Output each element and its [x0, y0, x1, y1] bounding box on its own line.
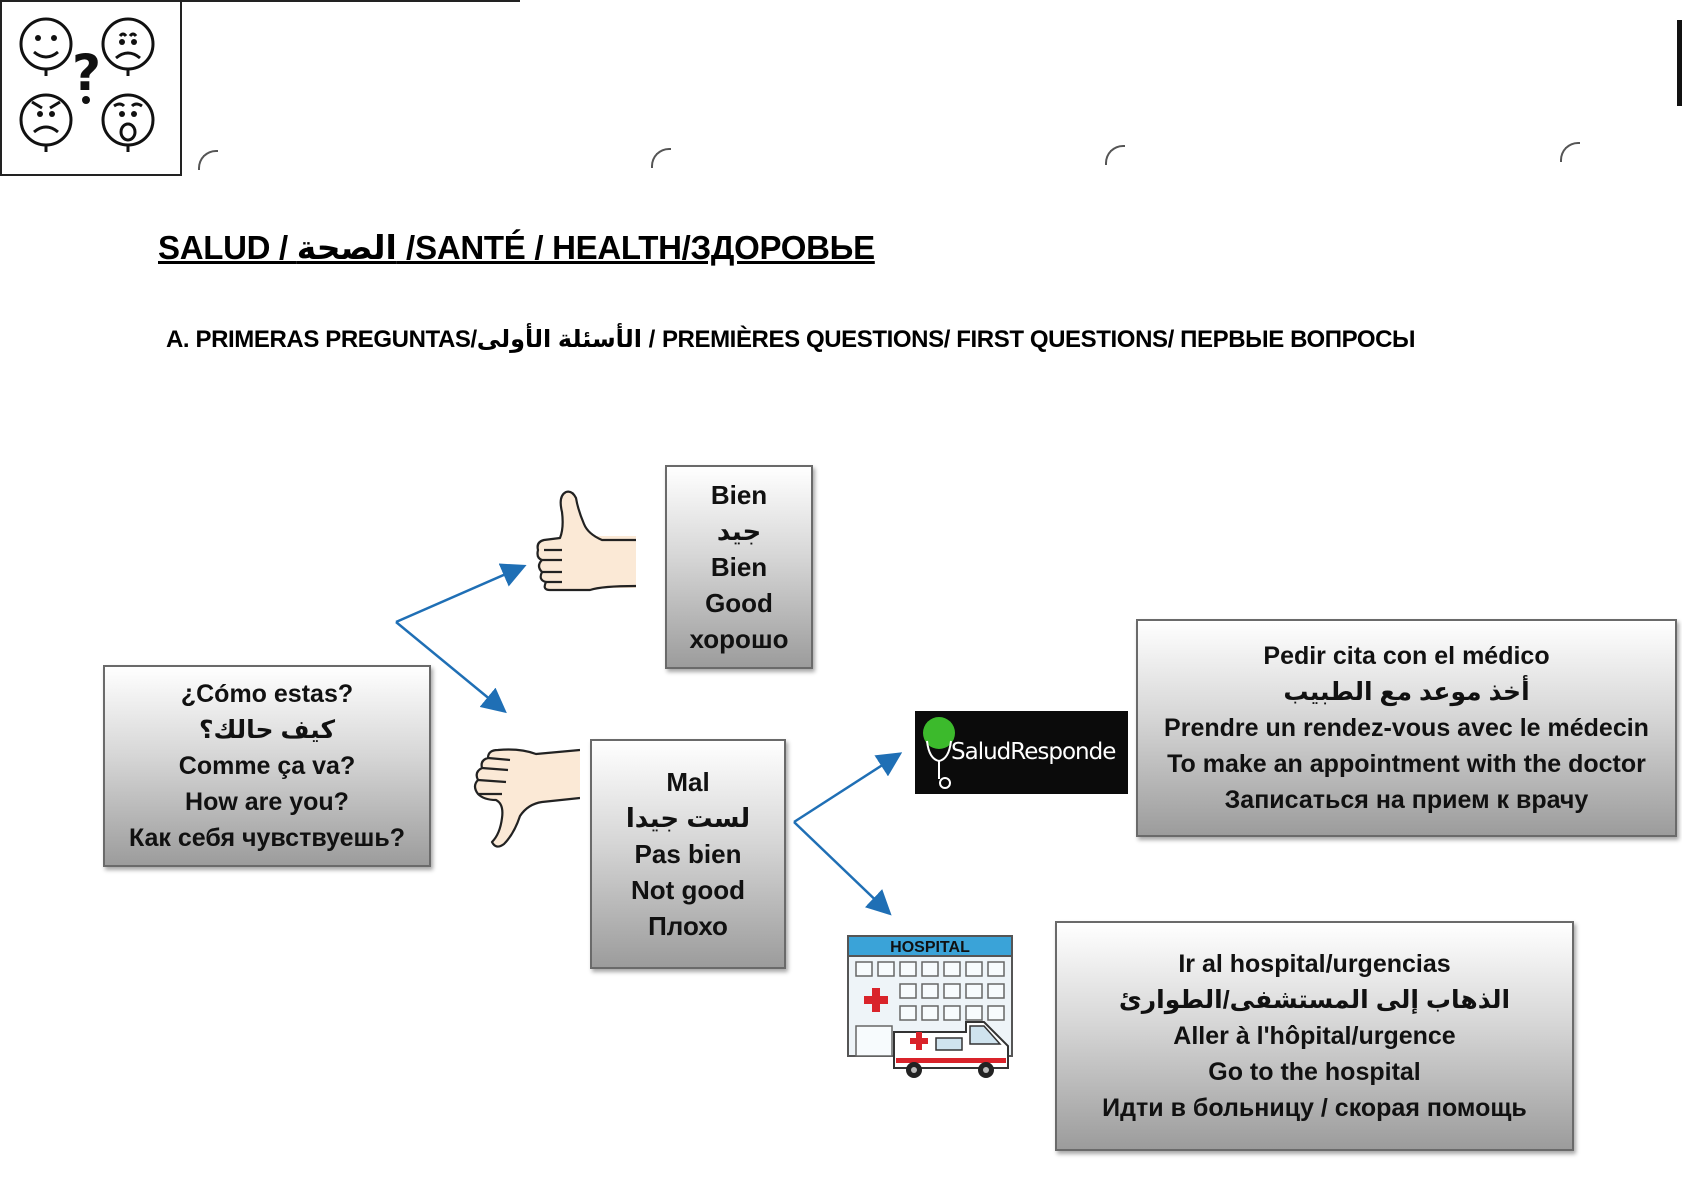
hospital-icon: HOSPITAL — [847, 935, 1013, 1078]
appointment-en: To make an appointment with the doctor — [1167, 750, 1646, 778]
scan-corner-mark — [1677, 20, 1682, 106]
hospital-ru: Идти в больницу / скорая помощь — [1102, 1094, 1527, 1122]
bad-es: Mal — [666, 767, 710, 797]
ambulance-icon — [893, 1021, 1009, 1078]
good-ru: хорошо — [689, 624, 789, 654]
appointment-ar: أخذ موعد مع الطبيب — [1283, 678, 1530, 706]
hospital-sign-text: HOSPITAL — [890, 939, 970, 956]
hospital-es: Ir al hospital/urgencias — [1178, 950, 1451, 978]
good-answer-box: Bien جيد Bien Good хорошо — [665, 465, 813, 669]
punch-hole-mark — [651, 148, 671, 168]
how-are-you-box: ¿Cómo estas? كيف حالك؟ Comme ça va? How … — [103, 665, 431, 867]
section-heading: A. PRIMERAS PREGUNTAS/الأسئلة الأولى / P… — [166, 326, 1416, 353]
appointment-fr: Prendre un rendez-vous avec le médecin — [1164, 714, 1649, 742]
thumbs-down-icon — [473, 748, 580, 848]
appointment-es: Pedir cita con el médico — [1263, 642, 1550, 670]
bad-fr: Pas bien — [634, 839, 742, 869]
good-ar: جيد — [716, 516, 762, 546]
punch-hole-mark — [1560, 142, 1580, 162]
scan-top-edge — [0, 0, 520, 2]
arrow-to-good — [395, 563, 527, 624]
punch-hole-mark — [198, 150, 218, 170]
faces-icon: ? — [19, 17, 155, 152]
question-en: How are you? — [185, 788, 349, 816]
svg-text:?: ? — [72, 44, 101, 102]
salud-responde-text: SaludResponde — [951, 739, 1116, 765]
salud-responde-logo: SaludResponde — [915, 711, 1128, 794]
question-ru: Как себя чувствуешь? — [128, 824, 406, 852]
bad-answer-box: Mal لست جيدا Pas bien Not good Плохо — [590, 739, 786, 969]
appointment-ru: Записаться на прием к врачу — [1224, 786, 1589, 814]
thumbs-up-icon — [536, 490, 636, 592]
arrow-to-hospital — [793, 821, 892, 916]
question-ar: كيف حالك؟ — [198, 716, 336, 744]
bad-ru: Плохо — [648, 911, 728, 941]
bad-ar: لست جيدا — [625, 803, 751, 833]
question-fr: Comme ça va? — [178, 752, 356, 780]
stethoscope-icon — [923, 717, 955, 789]
arrow-to-bad — [395, 621, 507, 714]
good-en: Good — [705, 588, 773, 618]
page-title: SALUD / الصحة /SANTÉ / HEALTH/ЗДОРОВЬЕ — [158, 229, 875, 266]
appointment-box: Pedir cita con el médico أخذ موعد مع الط… — [1136, 619, 1677, 837]
arrow-to-appointment — [793, 752, 903, 824]
question-es: ¿Cómo estas? — [180, 680, 354, 708]
hospital-en: Go to the hospital — [1208, 1058, 1421, 1086]
good-fr: Bien — [710, 552, 768, 582]
hospital-box: Ir al hospital/urgencias الذهاب إلى المس… — [1055, 921, 1574, 1151]
hospital-ar: الذهاب إلى المستشفى/الطوارئ — [1118, 986, 1511, 1014]
bad-en: Not good — [630, 875, 746, 905]
good-es: Bien — [710, 480, 768, 510]
punch-hole-mark — [1105, 145, 1125, 165]
hospital-fr: Aller à l'hôpital/urgence — [1173, 1022, 1456, 1050]
